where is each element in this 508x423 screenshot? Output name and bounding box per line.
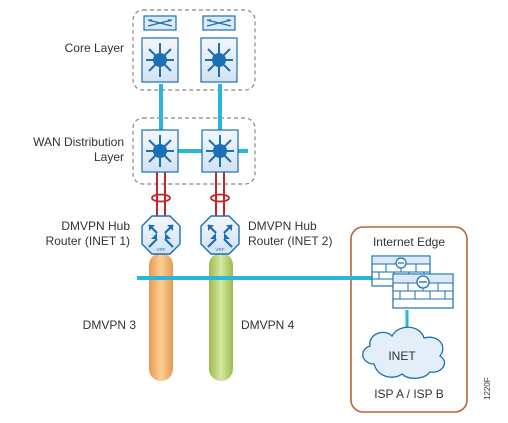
dmvpn4-label: DMVPN 4 [241,318,295,332]
inet-cloud[interactable] [362,326,446,379]
wan-distribution-label-1: WAN Distribution [33,135,124,149]
wan-distribution-switch-1[interactable] [141,129,179,173]
wan-distribution-group [132,117,256,185]
core-layer-group [132,9,256,91]
hub2-label-2: Router (INET 2) [248,234,332,248]
hub1-label-1: DMVPN Hub [61,219,130,233]
dmvpn-hub-router-inet1[interactable]: VRF [141,215,181,255]
dmvpn4-tunnel [209,253,233,381]
wan-distribution-switch-2[interactable] [201,129,239,173]
dmvpn-hub-router-inet2[interactable]: VRF [200,215,240,255]
vrf-tag-1: VRF [157,247,166,252]
figure-id-label: 1220F [483,377,492,400]
port-channel-1 [151,172,171,217]
core-switch-1[interactable] [141,15,179,83]
vrf-tag-2: VRF [216,247,225,252]
internet-edge-label: Internet Edge [373,235,445,249]
port-channel-2 [210,172,230,217]
core-layer-label: Core Layer [65,41,124,55]
inet-label: INET [388,349,416,363]
internet-edge-group [350,226,468,413]
hub2-label-1: DMVPN Hub [248,219,317,233]
dmvpn3-label: DMVPN 3 [83,318,137,332]
core-switch-2[interactable] [200,15,238,83]
hub1-label-2: Router (INET 1) [46,234,130,248]
firewall-2[interactable] [392,273,454,309]
wan-distribution-label-2: Layer [94,150,124,164]
dmvpn3-tunnel [149,253,173,381]
isp-label: ISP A / ISP B [374,387,444,401]
